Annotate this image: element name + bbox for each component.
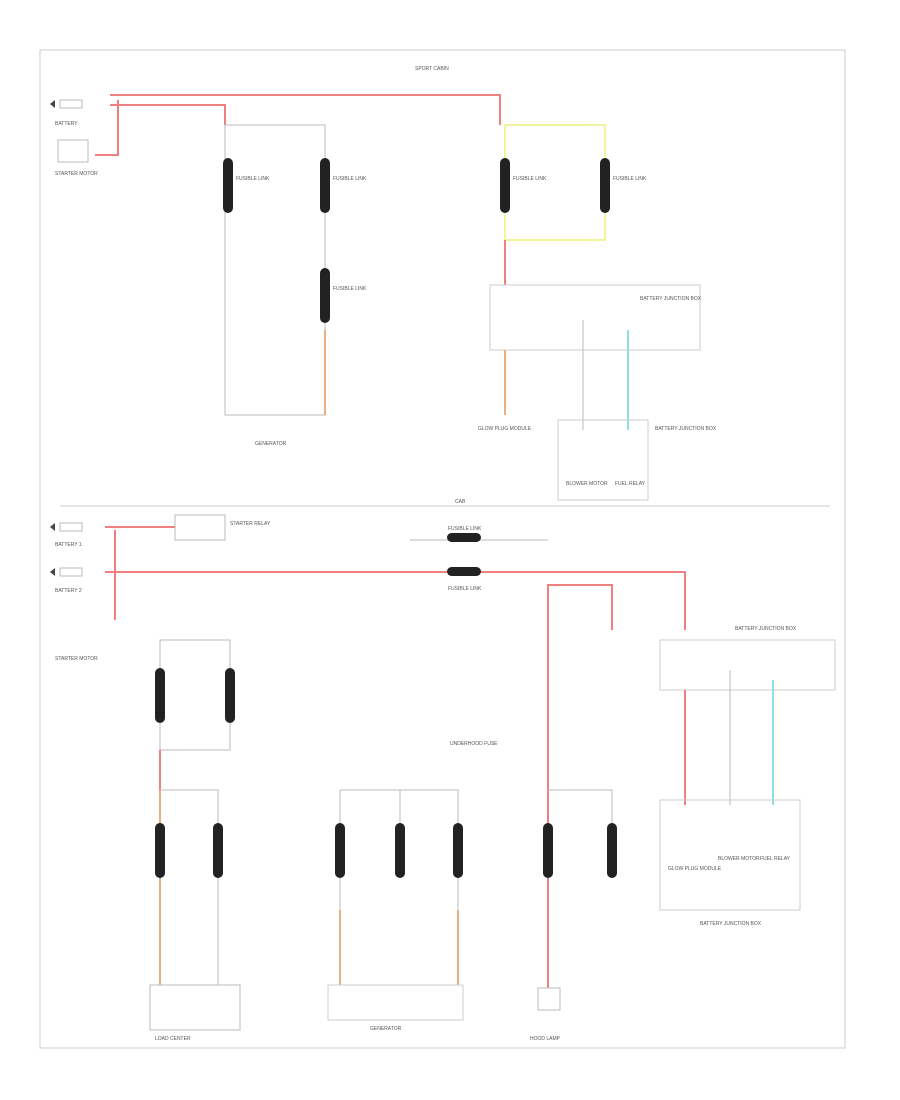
bottom-section-label: CAB	[455, 499, 466, 505]
fusible-link	[223, 158, 233, 213]
starter-relay-label: STARTER RELAY	[230, 521, 271, 527]
junction-label: BATTERY JUNCTION BOX	[655, 426, 717, 432]
fusible-link-label: FUSIBLE LINK	[513, 176, 547, 182]
blower-label: BLOWER MOTOR	[718, 856, 760, 862]
junction-label: BATTERY JUNCTION BOX	[735, 626, 797, 632]
fuel-label: FUEL RELAY	[615, 481, 646, 487]
fuel-label: FUEL RELAY	[760, 856, 791, 862]
battery-1: BATTERY 1	[50, 522, 83, 548]
wire	[340, 789, 459, 985]
fusible-link-label: FUSIBLE LINK	[333, 176, 367, 182]
generator-box	[327, 984, 464, 1021]
junction-label: BATTERY JUNCTION BOX	[700, 921, 762, 927]
fusible-link	[447, 533, 481, 542]
fusible-link	[320, 158, 330, 213]
fusible-link	[320, 268, 330, 323]
starter-wire	[95, 100, 119, 156]
fusible-link	[225, 668, 235, 723]
generator-label: GENERATOR	[370, 1026, 402, 1032]
fusible-link	[155, 823, 165, 878]
fusible-link-label: FUSIBLE LINK	[333, 286, 367, 292]
battery-feed-wire	[110, 104, 226, 125]
svg-text:STARTER MOTOR: STARTER MOTOR	[55, 171, 98, 177]
generator-circuit	[224, 124, 326, 416]
fusible-link	[607, 823, 617, 878]
svg-text:BATTERY 2: BATTERY 2	[55, 588, 82, 594]
fusible-link-label: FUSIBLE LINK	[448, 526, 482, 532]
fusible-link	[453, 823, 463, 878]
fusible-link	[543, 823, 553, 878]
fusible-link	[500, 158, 510, 213]
fusible-link-label: FUSIBLE LINK	[448, 586, 482, 592]
fusible-link	[213, 823, 223, 878]
top-battery: BATTERY STARTER MOTOR	[50, 99, 98, 177]
fusible-link	[395, 823, 405, 878]
svg-text:BATTERY: BATTERY	[55, 121, 78, 127]
fusible-link	[447, 567, 481, 576]
battery-feed-wire	[110, 94, 501, 125]
fusible-link-label: FUSIBLE LINK	[613, 176, 647, 182]
load-center-label: LOAD CENTER	[155, 1036, 191, 1042]
junction-box	[659, 639, 836, 691]
fusible-link	[155, 668, 165, 723]
junction-label: BATTERY JUNCTION BOX	[640, 296, 702, 302]
glow-plug-label: GLOW PLUG MODULE	[668, 866, 722, 872]
circuit	[159, 639, 231, 751]
wire	[160, 789, 219, 985]
orange-wire	[339, 910, 459, 985]
wire	[548, 789, 613, 860]
relay-box	[659, 799, 801, 911]
relay-box	[557, 419, 649, 501]
battery-feed-wire	[105, 571, 686, 630]
diagram-border	[39, 49, 846, 1049]
hood-label: HOOD LAMP	[530, 1036, 561, 1042]
svg-text:STARTER MOTOR: STARTER MOTOR	[55, 656, 98, 662]
underhood-label: UNDERHOOD FUSE	[450, 741, 498, 747]
underhood-fuse-box	[489, 284, 701, 351]
load-center	[149, 984, 241, 1031]
wire	[339, 790, 401, 985]
fusible-link-label: FUSIBLE LINK	[236, 176, 270, 182]
battery-2: BATTERY 2 STARTER MOTOR	[50, 567, 98, 662]
blower-label: BLOWER MOTOR	[566, 481, 608, 487]
generator-label: GENERATOR	[255, 441, 287, 447]
svg-text:BATTERY 1: BATTERY 1	[55, 542, 82, 548]
starter-relay	[174, 514, 226, 541]
hood-lamp	[537, 987, 561, 1011]
fusible-link	[335, 823, 345, 878]
top-section-label: SPORT CABIN	[415, 66, 449, 72]
yellow-circuit	[504, 124, 606, 241]
battery-feed-wire	[547, 584, 613, 1010]
fusible-link	[600, 158, 610, 213]
glow-plug-label: GLOW PLUG MODULE	[478, 426, 532, 432]
